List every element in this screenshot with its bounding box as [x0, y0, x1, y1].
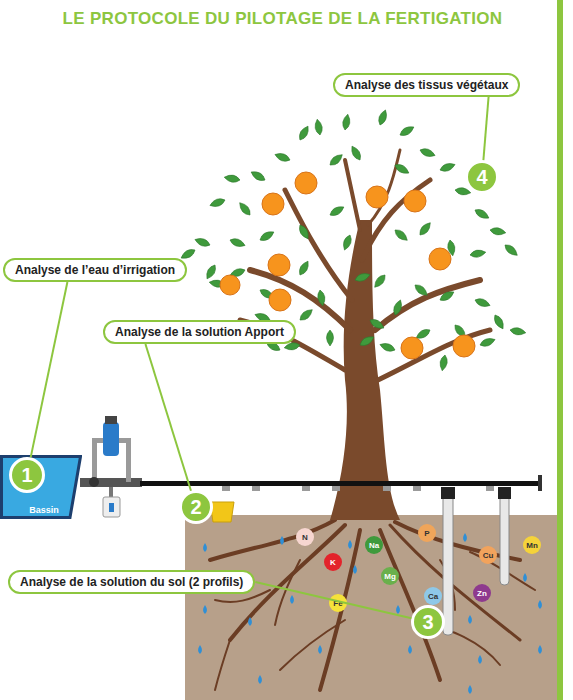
nutrient-badge: Fe [329, 594, 347, 612]
leader-line [31, 282, 68, 457]
callout-number: 1 [9, 457, 45, 493]
callout-number: 4 [465, 160, 499, 194]
node-text: Mg [384, 572, 396, 581]
dosing-equipment [80, 416, 142, 517]
node-text: Analyse de l’eau d’irrigation [15, 263, 175, 277]
nutrient-badge: Mg [381, 567, 399, 585]
callout-number: 2 [179, 490, 213, 524]
nutrient-badge: N [296, 528, 314, 546]
node-text: Bassin [23, 505, 59, 519]
nutrient-badge: P [418, 524, 436, 542]
leader-line [255, 582, 411, 618]
node-text: N [302, 533, 308, 542]
diagram-title: LE PROTOCOLE DU PILOTAGE DE LA FERTIGATI… [0, 9, 565, 29]
node-text: Analyse des tissus végétaux [345, 78, 508, 92]
roots [210, 520, 535, 690]
node-text: 4 [476, 166, 487, 189]
nutrient-badge: Ca [424, 587, 442, 605]
nutrient-badge: Mn [523, 536, 541, 554]
nutrient-badge: Cu [479, 546, 497, 564]
callout-number: 3 [411, 605, 445, 639]
node-text: K [330, 558, 336, 567]
node-text: Ca [428, 592, 438, 601]
node-text: Fe [333, 599, 342, 608]
tensiometers [441, 487, 511, 635]
node-text: Analyse de la solution du sol (2 profils… [20, 575, 243, 589]
node-text: Na [369, 541, 379, 550]
drip-line [140, 475, 542, 491]
node-text: P [424, 529, 429, 538]
side-bar [557, 0, 563, 700]
node-text: 2 [190, 496, 201, 519]
analysis-label: Analyse de l’eau d’irrigation [3, 258, 187, 282]
analysis-label: Analyse des tissus végétaux [333, 73, 520, 97]
leader-line [483, 97, 488, 160]
nutrient-badge: Na [365, 536, 383, 554]
node-text: 1 [21, 464, 32, 487]
node-text: Zn [477, 589, 487, 598]
analysis-label: Analyse de la solution du sol (2 profils… [8, 570, 255, 594]
analysis-label: Analyse de la solution Apport [103, 320, 296, 344]
water-drops [198, 533, 542, 694]
nutrient-badge: Zn [473, 584, 491, 602]
leader-line [145, 344, 191, 491]
node-text: Analyse de la solution Apport [115, 325, 284, 339]
nutrient-badge: K [324, 553, 342, 571]
node-text: Cu [483, 551, 494, 560]
node-text: Mn [526, 541, 538, 550]
bucket [210, 502, 234, 522]
node-text: 3 [422, 611, 433, 634]
